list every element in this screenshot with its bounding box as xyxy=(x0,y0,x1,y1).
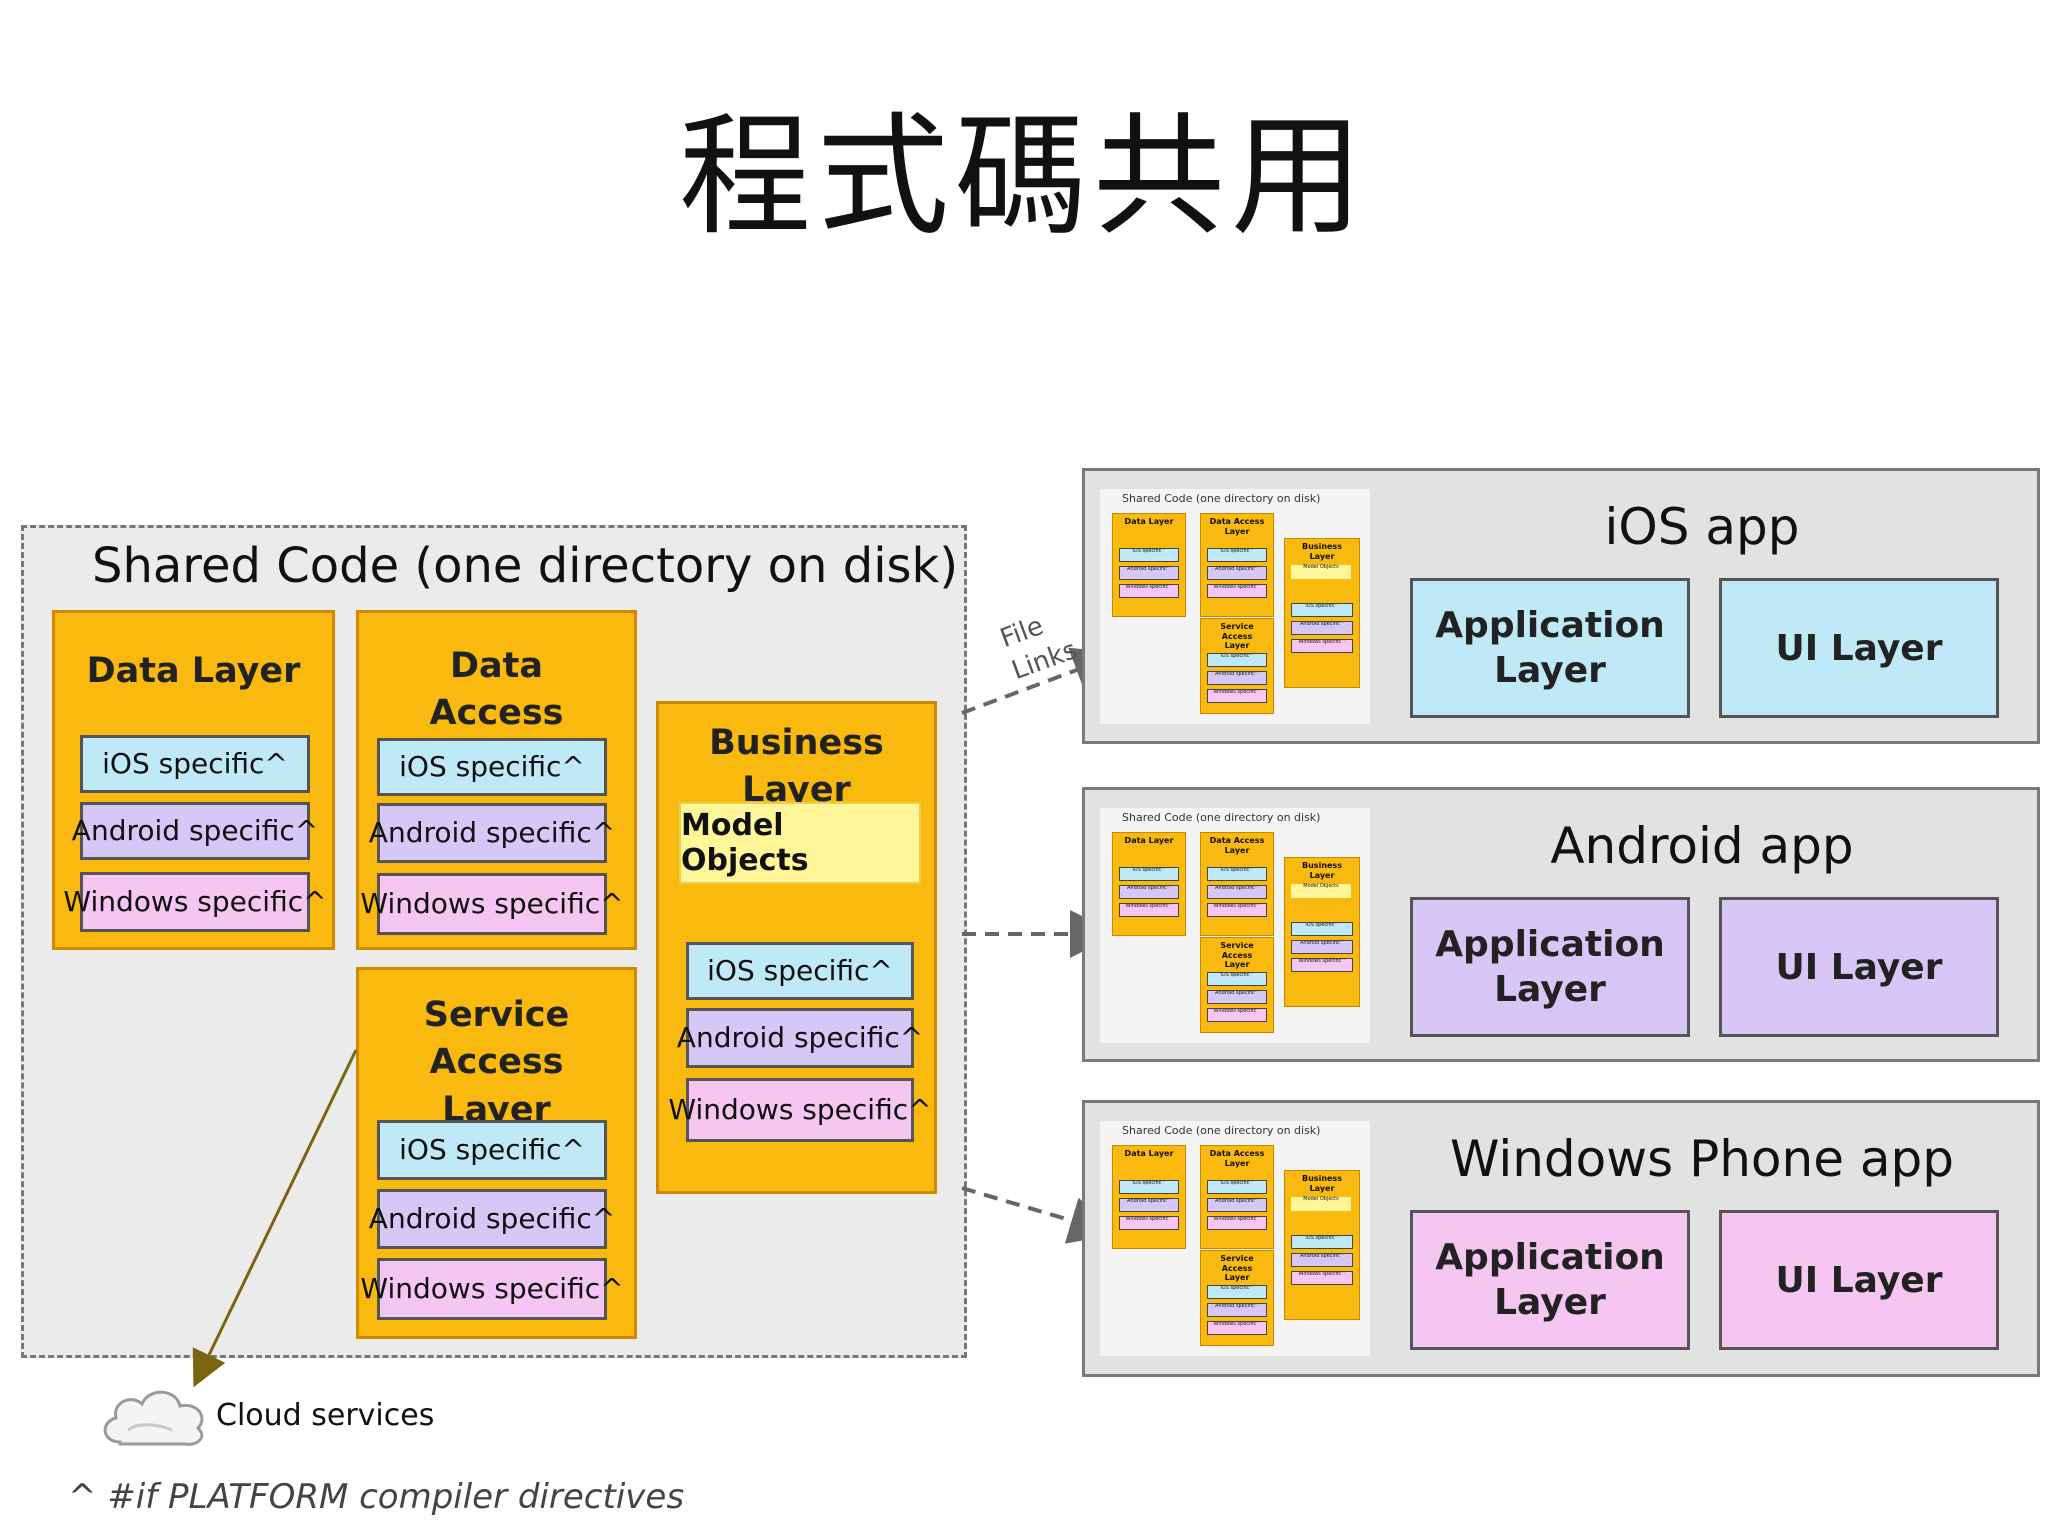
thumbnail-spec-and: Android specific^ xyxy=(1119,885,1179,899)
thumbnail-layer-title: Service Access Layer xyxy=(1220,1254,1254,1283)
thumbnail-layer-title: Business Layer xyxy=(1302,861,1342,880)
thumbnail-spec-and: Android specific^ xyxy=(1207,671,1267,685)
thumbnail-spec-ios: iOS specific^ xyxy=(1207,548,1267,562)
thumbnail-model-objects: Model Objects xyxy=(1291,1197,1351,1211)
thumbnail-layer-title: Data Access Layer xyxy=(1209,517,1265,536)
thumbnail-model-objects: Model Objects xyxy=(1291,565,1351,579)
app-title: iOS app xyxy=(1604,498,1800,556)
thumb-data-access-layer: Data Access Layer iOS specific^ Android sp… xyxy=(1200,1145,1274,1249)
thumbnail-spec-ios: iOS specific^ xyxy=(1119,548,1179,562)
business-ios-specific: iOS specific^ xyxy=(686,942,914,1000)
thumbnail-spec-ios: iOS specific^ xyxy=(1291,1235,1353,1249)
thumbnail-layer-title: Business Layer xyxy=(1302,542,1342,561)
cloud-icon xyxy=(103,1390,204,1446)
thumbnail-spec-and: Android specific^ xyxy=(1207,1303,1267,1317)
thumbnail-spec-win: Windows specific^ xyxy=(1119,584,1179,598)
thumbnail-spec-win: Windows specific^ xyxy=(1207,1321,1267,1335)
data-layer-ios-specific: iOS specific^ xyxy=(80,735,310,793)
thumbnail-title: Shared Code (one directory on disk) xyxy=(1122,811,1321,824)
thumbnail-layer-title: Service Access Layer xyxy=(1220,622,1254,651)
thumb-data-access-layer: Data Access Layer iOS specific^ Android sp… xyxy=(1200,513,1274,617)
thumbnail-layer-title: Data Layer xyxy=(1124,836,1174,845)
thumbnail-layer-title: Data Layer xyxy=(1124,1149,1174,1158)
thumbnail-spec-ios: iOS specific^ xyxy=(1291,603,1353,617)
thumbnail-spec-win: Windows specific^ xyxy=(1207,1008,1267,1022)
app-title: Android app xyxy=(1550,817,1854,875)
thumbnail-layer-title: Data Access Layer xyxy=(1209,836,1265,855)
thumbnail-spec-ios: iOS specific^ xyxy=(1207,867,1267,881)
thumbnail-spec-ios: iOS specific^ xyxy=(1291,922,1353,936)
thumbnail-spec-ios: iOS specific^ xyxy=(1207,1285,1267,1299)
thumbnail-spec-and: Android specific^ xyxy=(1207,1198,1267,1212)
ui-layer-box: UI Layer xyxy=(1719,897,1999,1037)
application-layer-box: Application Layer xyxy=(1410,578,1690,718)
cloud-arrow xyxy=(192,1049,358,1388)
thumbnail-spec-and: Android specific^ xyxy=(1207,885,1267,899)
business-android-specific: Android specific^ xyxy=(677,1008,923,1068)
thumbnail-title: Shared Code (one directory on disk) xyxy=(1122,1124,1321,1137)
ui-layer-box: UI Layer xyxy=(1719,578,1999,718)
thumb-service-access-layer: Service Access Layer iOS specific^ Android… xyxy=(1200,937,1274,1033)
thumbnail-layer-title: Business Layer xyxy=(1302,1174,1342,1193)
thumbnail-spec-and: Android specific^ xyxy=(1291,1253,1353,1267)
thumbnail-spec-and: Android specific^ xyxy=(1119,1198,1179,1212)
page-title: 程式碼共用 xyxy=(679,100,1369,254)
data-access-ios-specific: iOS specific^ xyxy=(377,738,607,796)
thumb-data-layer: Data Layer iOS specific^ Android specific^… xyxy=(1112,1145,1186,1249)
thumbnail-spec-and: Android specific^ xyxy=(1207,566,1267,580)
thumbnail-layer-title: Service Access Layer xyxy=(1220,941,1254,970)
file-link-arrow-ios xyxy=(961,647,1122,715)
thumb-service-access-layer: Service Access Layer iOS specific^ Android… xyxy=(1200,1250,1274,1346)
business-windows-specific: Windows specific^ xyxy=(668,1078,932,1142)
thumbnail-spec-and: Android specific^ xyxy=(1291,940,1353,954)
shared-code-title: Shared Code (one directory on disk) xyxy=(92,538,959,594)
ui-layer-box: UI Layer xyxy=(1719,1210,1999,1350)
thumb-service-access-layer: Service Access Layer iOS specific^ Android… xyxy=(1200,618,1274,714)
thumbnail-spec-and: Android specific^ xyxy=(1291,621,1353,635)
thumbnail-spec-win: Windows specific^ xyxy=(1119,1216,1179,1230)
thumb-data-access-layer: Data Access Layer iOS specific^ Android sp… xyxy=(1200,832,1274,936)
thumbnail-title: Shared Code (one directory on disk) xyxy=(1122,492,1321,505)
model-objects: Model Objects xyxy=(679,802,921,884)
thumbnail-spec-win: Windows specific^ xyxy=(1291,958,1353,972)
thumbnail-spec-and: Android specific^ xyxy=(1119,566,1179,580)
thumbnail-spec-ios: iOS specific^ xyxy=(1207,972,1267,986)
thumbnail-spec-win: Windows specific^ xyxy=(1207,1216,1267,1230)
thumbnail-spec-ios: iOS specific^ xyxy=(1119,867,1179,881)
service-access-ios-specific: iOS specific^ xyxy=(377,1120,607,1180)
thumbnail-model-objects: Model Objects xyxy=(1291,884,1351,898)
service-access-windows-specific: Windows specific^ xyxy=(360,1258,624,1320)
thumbnail-spec-win: Windows specific^ xyxy=(1119,903,1179,917)
thumbnail-spec-win: Windows specific^ xyxy=(1291,639,1353,653)
thumbnail-spec-ios: iOS specific^ xyxy=(1119,1180,1179,1194)
thumbnail-spec-win: Windows specific^ xyxy=(1291,1271,1353,1285)
data-layer-title: Data Layer xyxy=(86,651,301,691)
thumbnail-spec-win: Windows specific^ xyxy=(1207,584,1267,598)
thumbnail-spec-ios: iOS specific^ xyxy=(1207,1180,1267,1194)
thumbnail-spec-ios: iOS specific^ xyxy=(1207,653,1267,667)
data-access-android-specific: Android specific^ xyxy=(369,803,615,863)
data-layer-android-specific: Android specific^ xyxy=(72,802,318,860)
thumbnail-spec-win: Windows specific^ xyxy=(1207,689,1267,703)
data-access-windows-specific: Windows specific^ xyxy=(360,873,624,935)
cloud-services-label: Cloud services xyxy=(216,1398,435,1433)
thumb-data-layer: Data Layer iOS specific^ Android specific^… xyxy=(1112,832,1186,936)
thumbnail-layer-title: Data Layer xyxy=(1124,517,1174,526)
thumb-data-layer: Data Layer iOS specific^ Android specific^… xyxy=(1112,513,1186,617)
service-access-android-specific: Android specific^ xyxy=(369,1189,615,1249)
thumbnail-spec-and: Android specific^ xyxy=(1207,990,1267,1004)
app-title: Windows Phone app xyxy=(1450,1130,1954,1188)
application-layer-box: Application Layer xyxy=(1410,897,1690,1037)
thumbnail-spec-win: Windows specific^ xyxy=(1207,903,1267,917)
application-layer-box: Application Layer xyxy=(1410,1210,1690,1350)
thumbnail-layer-title: Data Access Layer xyxy=(1209,1149,1265,1168)
footnote: ^ #if PLATFORM compiler directives xyxy=(68,1477,685,1517)
data-layer-windows-specific: Windows specific^ xyxy=(63,872,327,932)
